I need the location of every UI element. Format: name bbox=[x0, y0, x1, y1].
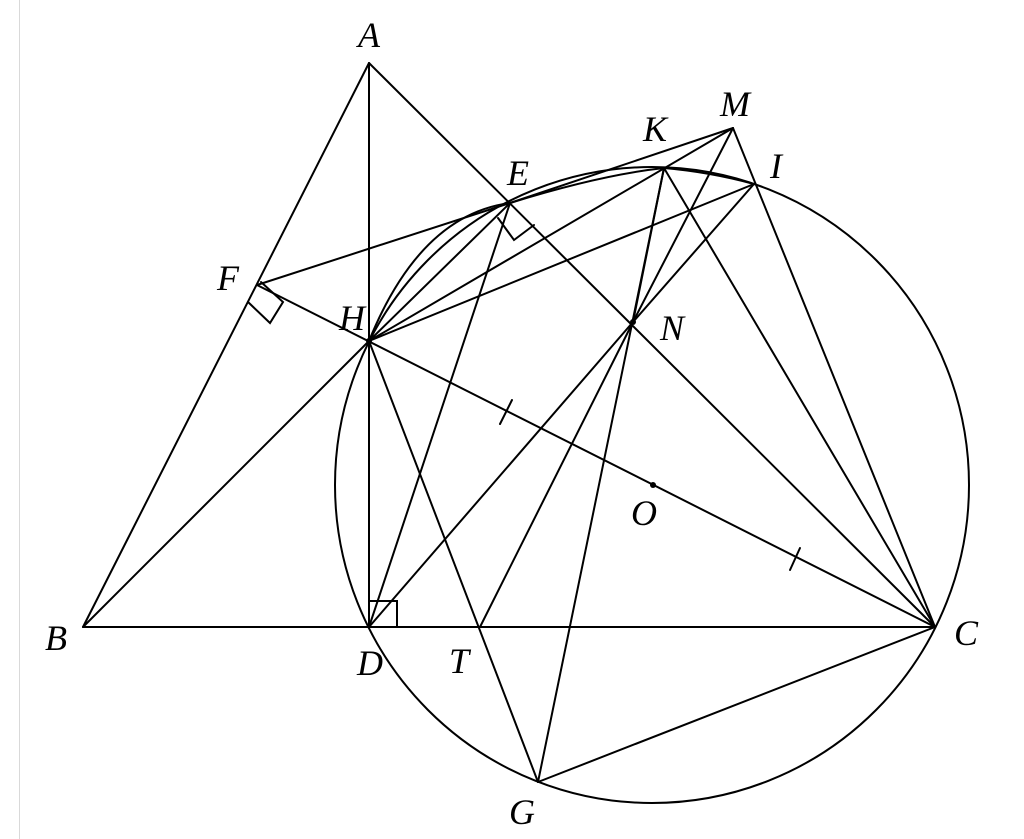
segment-fe bbox=[256, 202, 511, 286]
frame-border bbox=[19, 0, 20, 839]
point-label-c: C bbox=[954, 613, 979, 653]
segment-bh bbox=[82, 340, 370, 628]
point-dot-h bbox=[366, 338, 372, 344]
arc-h-e-k-i bbox=[368, 166, 755, 342]
point-label-b: B bbox=[45, 618, 67, 658]
point-label-d: D bbox=[356, 643, 383, 683]
point-label-k: K bbox=[642, 109, 669, 149]
segment-tn bbox=[479, 321, 634, 628]
segment-ac bbox=[368, 62, 936, 628]
segment-layer bbox=[82, 62, 936, 783]
label-layer: A B C D E F G H I K M N O T bbox=[45, 15, 979, 832]
tick-mark-oc bbox=[789, 547, 801, 571]
point-label-a: A bbox=[356, 15, 381, 55]
tick-mark-ho bbox=[499, 399, 513, 425]
right-angle-mark-d bbox=[368, 600, 398, 628]
segment-kg bbox=[537, 167, 665, 783]
point-label-f: F bbox=[216, 258, 240, 298]
right-angle-mark-e bbox=[497, 217, 535, 242]
segment-de bbox=[368, 202, 511, 628]
point-label-m: M bbox=[719, 84, 752, 124]
segment-ni bbox=[632, 183, 755, 323]
segment-mc bbox=[732, 127, 936, 628]
circle-o bbox=[334, 166, 970, 804]
point-dot-n bbox=[630, 319, 636, 325]
segment-dn bbox=[368, 321, 634, 628]
segment-kc bbox=[663, 167, 936, 628]
segment-mn bbox=[632, 127, 734, 323]
point-label-o: O bbox=[631, 493, 657, 533]
point-label-g: G bbox=[509, 792, 535, 832]
segment-em bbox=[509, 127, 734, 204]
point-label-t: T bbox=[449, 641, 472, 681]
segment-eh bbox=[368, 202, 511, 342]
segment-gc bbox=[537, 626, 936, 783]
right-angle-mark-f bbox=[247, 281, 285, 325]
point-dot-o bbox=[650, 482, 656, 488]
segment-hg bbox=[368, 340, 539, 783]
circle-layer bbox=[334, 166, 970, 804]
point-label-i: I bbox=[769, 146, 784, 186]
point-label-h: H bbox=[338, 298, 367, 338]
point-label-n: N bbox=[659, 308, 686, 348]
segment-hm bbox=[368, 127, 734, 342]
mark-layer bbox=[247, 217, 801, 628]
segment-ab bbox=[82, 62, 370, 628]
point-label-e: E bbox=[506, 153, 529, 193]
